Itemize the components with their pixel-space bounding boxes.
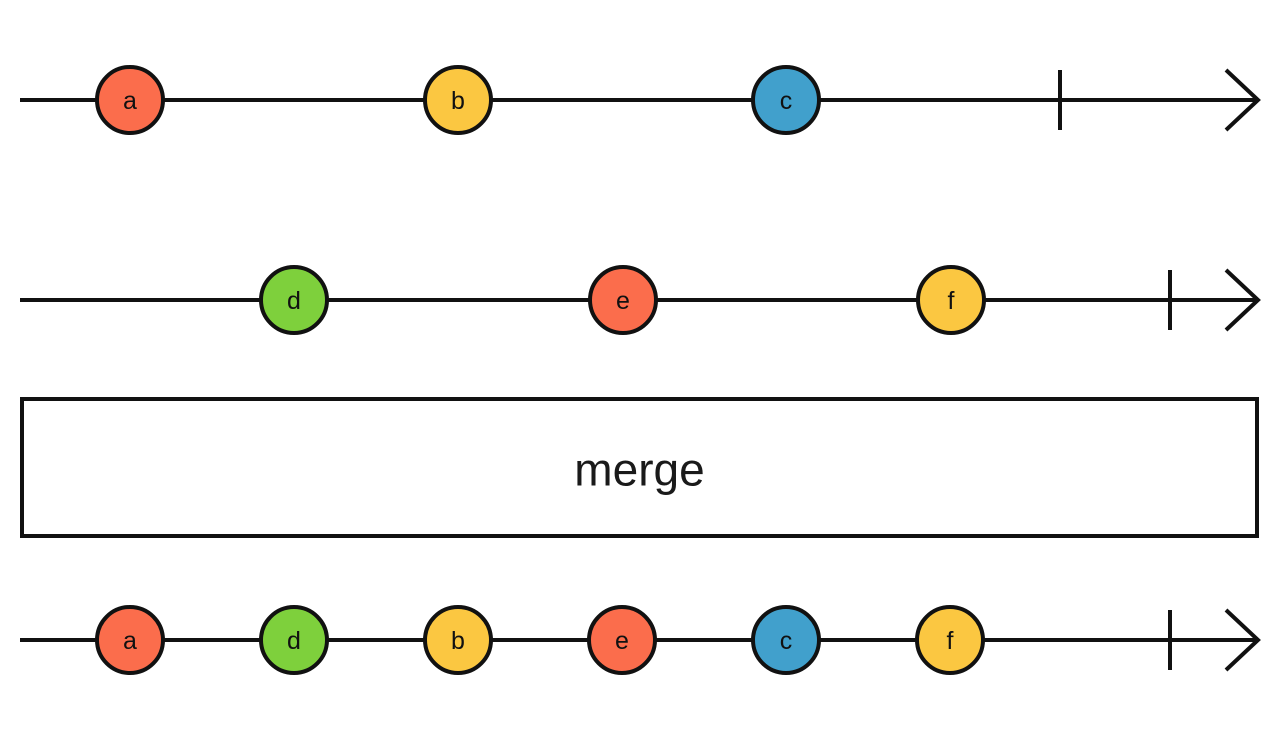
- timeline-row-3-arrow-head-icon: [1224, 608, 1261, 672]
- commit-node-a-row1[interactable]: a: [95, 65, 165, 135]
- commit-node-circle[interactable]: [423, 605, 493, 675]
- commit-node-d-row2[interactable]: d: [259, 265, 329, 335]
- commit-node-circle[interactable]: [95, 605, 165, 675]
- commit-node-circle[interactable]: [95, 65, 165, 135]
- merge-operation-box: merge: [20, 397, 1259, 538]
- commit-node-circle[interactable]: [588, 265, 658, 335]
- timeline-row-1-arrow-head-icon: [1224, 68, 1261, 132]
- commit-node-circle[interactable]: [259, 265, 329, 335]
- commit-node-a-row3[interactable]: a: [95, 605, 165, 675]
- commit-node-b-row3[interactable]: b: [423, 605, 493, 675]
- commit-node-circle[interactable]: [259, 605, 329, 675]
- commit-node-c-row3[interactable]: c: [751, 605, 821, 675]
- commit-node-circle[interactable]: [751, 605, 821, 675]
- merge-box-border: [20, 397, 1259, 538]
- commit-node-e-row3[interactable]: e: [587, 605, 657, 675]
- commit-node-circle[interactable]: [751, 65, 821, 135]
- timeline-row-2-arrow-head-icon: [1224, 268, 1261, 332]
- commit-node-circle[interactable]: [587, 605, 657, 675]
- commit-node-d-row3[interactable]: d: [259, 605, 329, 675]
- commit-node-f-row3[interactable]: f: [915, 605, 985, 675]
- commit-node-circle[interactable]: [423, 65, 493, 135]
- commit-node-circle[interactable]: [915, 605, 985, 675]
- timeline-row-2: d e f: [20, 265, 1261, 335]
- timeline-row-1: a b c: [20, 65, 1261, 135]
- commit-node-f-row2[interactable]: f: [916, 265, 986, 335]
- commit-node-e-row2[interactable]: e: [588, 265, 658, 335]
- commit-node-circle[interactable]: [916, 265, 986, 335]
- commit-node-c-row1[interactable]: c: [751, 65, 821, 135]
- commit-node-b-row1[interactable]: b: [423, 65, 493, 135]
